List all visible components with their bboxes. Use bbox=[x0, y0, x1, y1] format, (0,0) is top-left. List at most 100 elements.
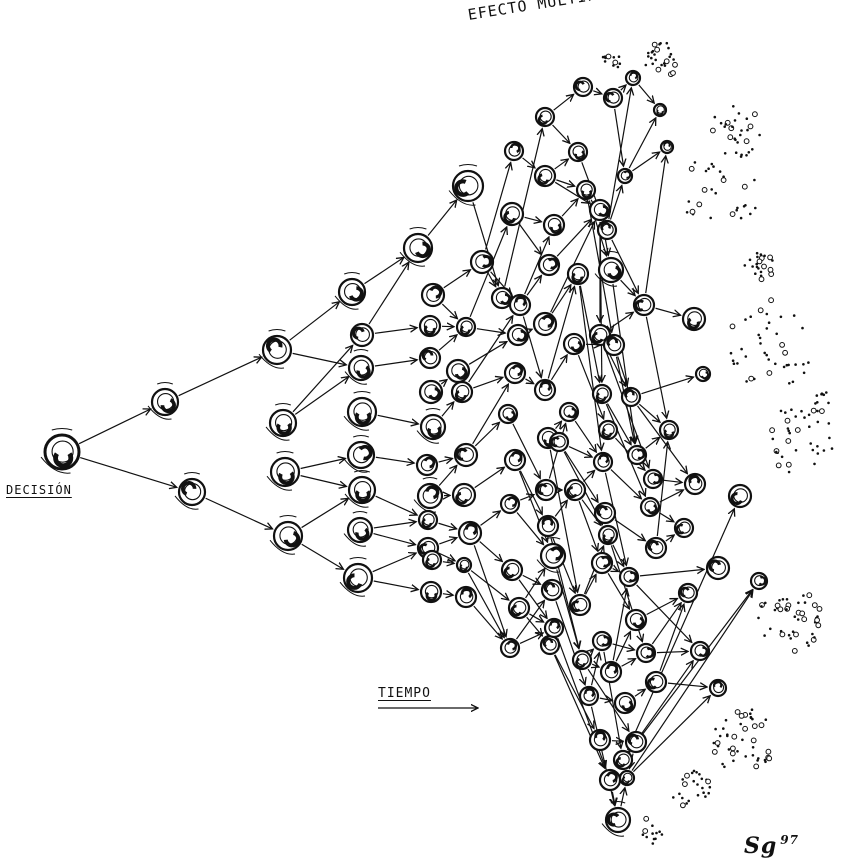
scatter-dot bbox=[808, 425, 811, 429]
arrow-link bbox=[438, 466, 457, 486]
scatter-dot bbox=[757, 307, 764, 314]
node-circle bbox=[445, 358, 471, 384]
node-circle bbox=[499, 201, 525, 227]
node-circle bbox=[727, 483, 753, 509]
scatter-dot bbox=[663, 64, 667, 67]
node-circle bbox=[455, 556, 473, 574]
arrow-link bbox=[568, 446, 592, 457]
node-circle bbox=[562, 332, 586, 356]
arrow-link bbox=[524, 217, 542, 221]
node-circle bbox=[681, 306, 707, 332]
scatter-dot bbox=[758, 722, 765, 729]
scatter-dot bbox=[758, 133, 761, 137]
scatter-dot bbox=[771, 437, 775, 441]
scatter-dot bbox=[767, 321, 771, 325]
scatter-dot bbox=[724, 718, 728, 722]
node-circle bbox=[343, 511, 374, 547]
scatter-dot bbox=[816, 606, 823, 612]
scatter-dot bbox=[731, 733, 738, 740]
scatter-dot bbox=[787, 363, 790, 367]
arrow-link bbox=[655, 307, 681, 315]
arrow-link bbox=[564, 450, 598, 502]
node-circle bbox=[537, 253, 561, 277]
scatter-dot bbox=[749, 212, 752, 216]
scatter-dot bbox=[807, 361, 810, 364]
arrow-link bbox=[590, 653, 600, 686]
scatter-dot bbox=[744, 318, 747, 321]
scatter-dot bbox=[680, 802, 686, 809]
node-circle bbox=[602, 333, 626, 357]
scatter-dot bbox=[815, 622, 822, 629]
arrow-link bbox=[629, 590, 753, 752]
arrow-link bbox=[522, 316, 541, 378]
node-circle bbox=[567, 141, 589, 163]
scatter-dot bbox=[645, 835, 648, 839]
scatter-dot bbox=[785, 438, 792, 444]
scatter-dot bbox=[763, 351, 766, 355]
arrow-link bbox=[525, 379, 533, 384]
node-circle bbox=[620, 386, 642, 408]
arrow-link bbox=[585, 575, 596, 595]
arrow-link bbox=[178, 357, 262, 397]
arrow-link bbox=[515, 601, 544, 640]
node-circle bbox=[418, 379, 444, 405]
arrow-link bbox=[637, 405, 688, 474]
node-circle bbox=[533, 164, 557, 188]
scatter-dot bbox=[793, 615, 797, 618]
arrow-link bbox=[600, 221, 602, 382]
scatter-dot bbox=[785, 461, 792, 468]
arrow-link bbox=[556, 179, 574, 186]
time-label: TIEMPO bbox=[378, 686, 431, 701]
scatter-dot bbox=[806, 592, 813, 599]
arrow-link bbox=[78, 409, 151, 445]
arrow-link bbox=[476, 329, 505, 333]
arrow-link bbox=[473, 545, 506, 636]
scatter-dot bbox=[736, 362, 739, 365]
scatter-dot bbox=[794, 363, 797, 366]
scatter-dot bbox=[764, 760, 767, 764]
arrow-link bbox=[577, 354, 603, 419]
scatter-dot bbox=[612, 56, 616, 59]
node-circle bbox=[503, 361, 527, 385]
node-circles bbox=[40, 69, 769, 837]
scatter-dot bbox=[765, 353, 768, 357]
scatter-dot bbox=[647, 51, 650, 55]
node-circle bbox=[344, 470, 377, 508]
scatter-dot bbox=[791, 380, 795, 384]
node-circle bbox=[450, 380, 474, 404]
node-circle bbox=[457, 520, 483, 546]
scatter-dot bbox=[757, 267, 760, 270]
node-circle bbox=[598, 768, 622, 792]
arrow-link bbox=[611, 239, 638, 293]
scatter-dot bbox=[612, 64, 615, 67]
scatter-dot bbox=[799, 610, 806, 617]
scatter-dot bbox=[765, 748, 772, 755]
node-circle bbox=[558, 401, 580, 423]
node-circle bbox=[677, 582, 699, 604]
scatter-dot bbox=[732, 105, 735, 108]
arrow-link bbox=[659, 490, 684, 503]
arrow-link bbox=[645, 437, 660, 449]
scatter-dot bbox=[767, 266, 774, 273]
scatter-dot bbox=[669, 52, 673, 56]
node-circle bbox=[419, 580, 443, 604]
scatter-dot bbox=[702, 791, 705, 794]
arrow-link bbox=[554, 654, 594, 729]
scatter-dot bbox=[651, 842, 655, 845]
scatter-dot bbox=[791, 630, 795, 633]
node-circle bbox=[508, 293, 532, 317]
node-circle bbox=[618, 769, 636, 787]
scatter-dot bbox=[801, 616, 808, 623]
scatter-dot bbox=[723, 152, 727, 155]
node-circle bbox=[601, 801, 632, 837]
scatter-dot bbox=[751, 746, 755, 749]
scatter-dot bbox=[793, 631, 799, 638]
arrow-link bbox=[487, 273, 495, 286]
scatter-dot bbox=[794, 427, 801, 433]
scatter-dot bbox=[687, 200, 691, 203]
scatter-dot bbox=[658, 43, 661, 46]
scatter-dot bbox=[802, 594, 805, 597]
scatter-dot bbox=[650, 56, 653, 60]
